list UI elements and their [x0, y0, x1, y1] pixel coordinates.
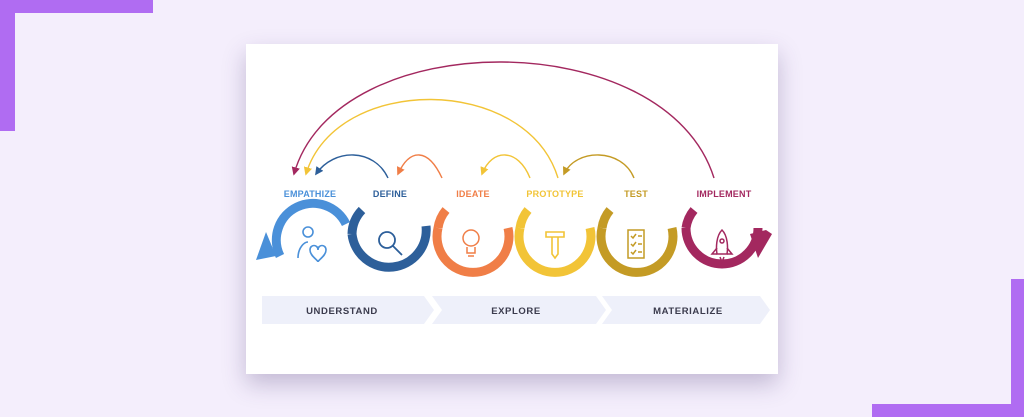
feedback-arc-implement-to-empathize — [291, 61, 715, 179]
stage-ring-prototype — [514, 207, 596, 277]
stage-ring-ideate — [432, 207, 514, 277]
phase-band-explore: EXPLORE — [432, 296, 606, 324]
checklist-icon — [627, 229, 645, 259]
lightbulb-icon — [462, 229, 480, 257]
feedback-arc-prototype-to-empathize — [303, 98, 559, 179]
stage-label-empathize: EMPATHIZE — [284, 189, 336, 199]
phase-label-understand: UNDERSTAND — [306, 306, 378, 317]
design-thinking-card: EMPATHIZE DEFINE IDEATE PROTOTYPE TEST I… — [246, 44, 778, 374]
corner-accent-bottom-right-horizontal — [872, 404, 1024, 417]
feedback-arc-prototype-to-ideate-yellow — [480, 154, 531, 179]
corner-accent-top-left-horizontal — [0, 0, 153, 13]
phase-label-materialize: MATERIALIZE — [653, 306, 723, 317]
stage-label-prototype: PROTOTYPE — [526, 189, 583, 199]
stage-ring-empathize — [256, 198, 351, 260]
phase-label-explore: EXPLORE — [491, 306, 541, 317]
stage-label-define: DEFINE — [373, 189, 407, 199]
stage-ring-define — [347, 206, 431, 272]
feedback-arc-prototype-to-ideate — [397, 154, 443, 179]
stage-label-implement: IMPLEMENT — [697, 189, 752, 199]
phase-band-materialize: MATERIALIZE — [602, 296, 770, 324]
phase-band-understand: UNDERSTAND — [262, 296, 434, 324]
stage-ring-implement — [681, 207, 772, 269]
corner-accent-top-left-vertical — [0, 0, 15, 131]
rocket-icon — [710, 228, 734, 265]
feedback-arc-test-to-prototype — [563, 154, 635, 179]
stage-label-test: TEST — [624, 189, 648, 199]
stage-ring-test — [596, 207, 678, 277]
stage-label-ideate: IDEATE — [456, 189, 490, 199]
person-heart-icon — [297, 226, 327, 263]
magnifier-icon — [378, 231, 403, 256]
corner-accent-bottom-right-vertical — [1011, 279, 1024, 417]
tool-icon — [545, 231, 565, 260]
design-thinking-diagram: EMPATHIZE DEFINE IDEATE PROTOTYPE TEST I… — [256, 61, 772, 324]
feedback-arc-define-to-empathize — [315, 154, 389, 179]
